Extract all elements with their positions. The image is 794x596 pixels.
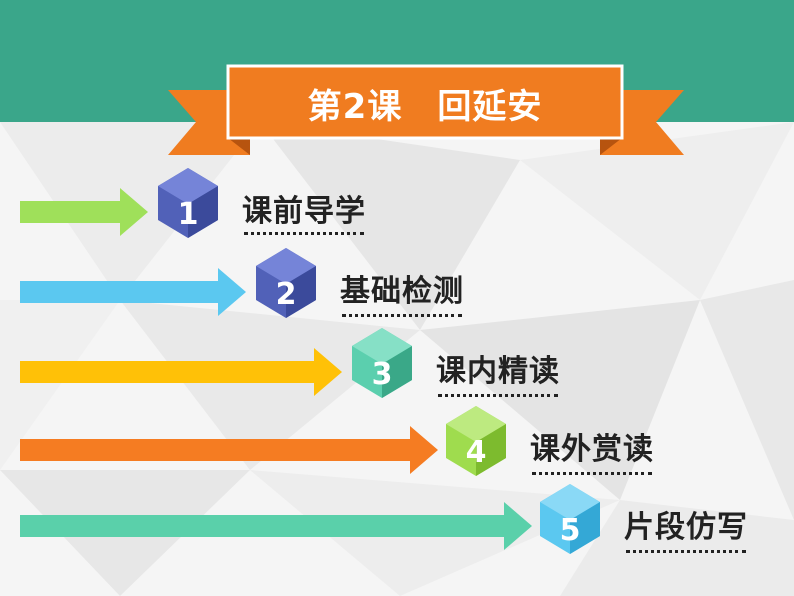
item-label-1[interactable]: 课前导学: [242, 194, 366, 229]
arrow-4: [20, 426, 438, 474]
title-ribbon: [168, 64, 684, 155]
cube-icon: 2: [256, 248, 326, 328]
arrow-5: [20, 502, 532, 550]
page-title: 第2课 回延安: [307, 86, 543, 127]
dotted-underline: [532, 472, 652, 475]
item-number: 5: [559, 512, 581, 548]
item-label-3[interactable]: 课内精读: [436, 354, 560, 389]
item-number: 1: [177, 196, 199, 232]
item-number: 3: [371, 356, 393, 392]
dotted-underline: [438, 394, 558, 397]
item-label-4[interactable]: 课外赏读: [530, 432, 654, 467]
arrow-1: [20, 188, 148, 236]
cube-icon: 1: [158, 168, 228, 248]
arrow-2: [20, 268, 246, 316]
dotted-underline: [244, 232, 364, 235]
cube-icon: 4: [446, 406, 516, 486]
item-number: 2: [275, 276, 297, 312]
dotted-underline: [342, 314, 462, 317]
cube-icon: 5: [540, 484, 610, 564]
item-label-2[interactable]: 基础检测: [340, 274, 464, 309]
item-label-5[interactable]: 片段仿写: [624, 510, 748, 545]
dotted-underline: [626, 550, 746, 553]
arrow-3: [20, 348, 342, 396]
item-number: 4: [465, 434, 487, 470]
cube-icon: 3: [352, 328, 422, 408]
